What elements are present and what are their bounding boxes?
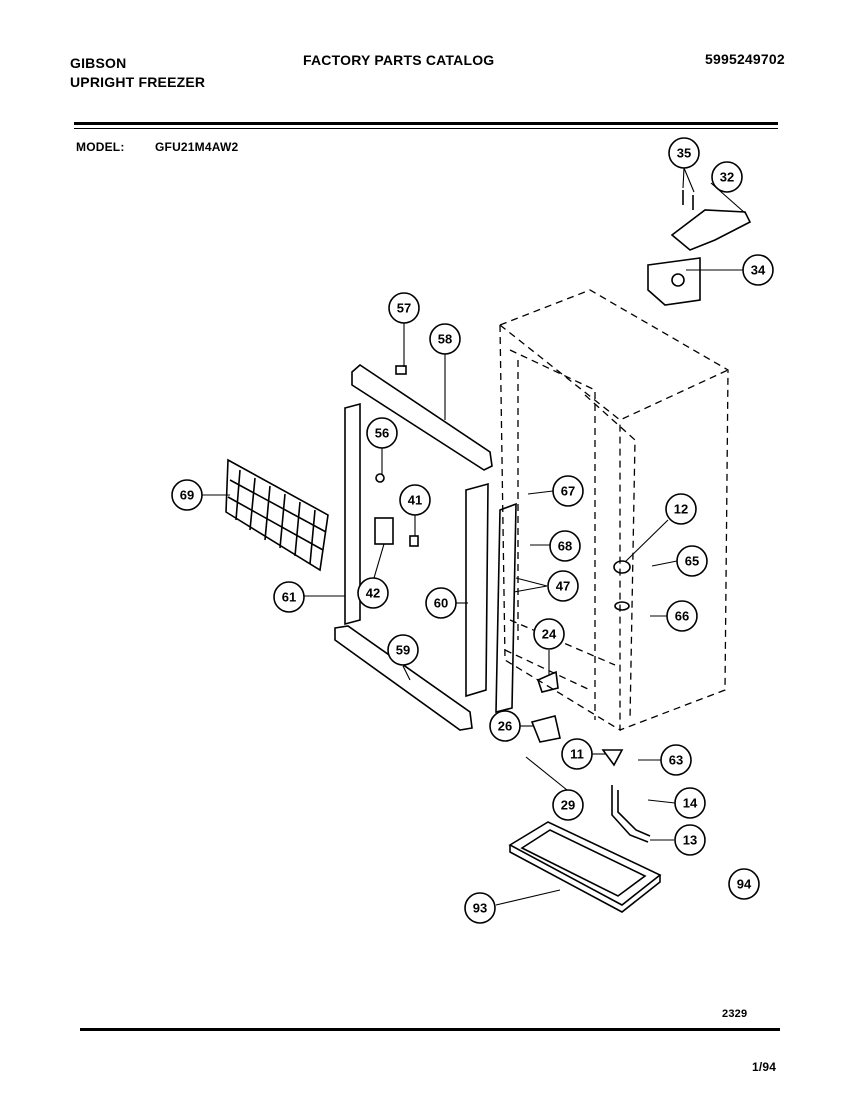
screw-56	[375, 473, 385, 483]
callout-12: 12	[665, 493, 697, 525]
bushing	[614, 601, 630, 611]
svg-text:11: 11	[570, 747, 584, 762]
callout-47: 47	[547, 570, 579, 602]
cabinet-outline	[499, 289, 729, 732]
footer-rule	[80, 1028, 780, 1031]
light-switch	[374, 517, 394, 545]
svg-text:41: 41	[408, 493, 422, 508]
switch-actuator	[409, 535, 419, 547]
callout-66: 66	[666, 600, 698, 632]
model-number: GFU21M4AW2	[155, 140, 239, 154]
knob-12	[613, 560, 631, 574]
svg-text:93: 93	[473, 901, 487, 916]
drain-funnel	[601, 749, 624, 767]
gasket-top	[351, 363, 493, 471]
model-label: MODEL:	[76, 140, 125, 154]
svg-text:14: 14	[683, 796, 698, 811]
callout-13: 13	[674, 824, 706, 856]
callout-67: 67	[552, 475, 584, 507]
callout-63: 63	[660, 744, 692, 776]
svg-text:57: 57	[397, 301, 411, 316]
drain-pan	[508, 821, 662, 913]
callout-41: 41	[399, 484, 431, 516]
svg-text:26: 26	[498, 719, 512, 734]
svg-text:61: 61	[282, 590, 296, 605]
svg-text:66: 66	[675, 609, 689, 624]
svg-text:24: 24	[542, 627, 557, 642]
svg-text:12: 12	[674, 502, 688, 517]
catalog-date: 1/94	[752, 1060, 777, 1074]
catalog-title: FACTORY PARTS CATALOG	[303, 52, 495, 68]
svg-text:65: 65	[685, 554, 699, 569]
brand-name: GIBSON	[70, 55, 127, 71]
header-rule-thin	[74, 128, 778, 129]
callout-29: 29	[552, 789, 584, 821]
door-liner-side	[344, 402, 361, 626]
callout-69: 69	[171, 479, 203, 511]
callout-42: 42	[357, 577, 389, 609]
callout-26: 26	[489, 710, 521, 742]
svg-text:35: 35	[677, 146, 691, 161]
callout-34: 34	[742, 254, 774, 286]
leader-lines	[202, 167, 746, 906]
svg-text:29: 29	[561, 798, 575, 813]
svg-text:67: 67	[561, 484, 575, 499]
svg-text:94: 94	[737, 877, 752, 892]
callout-68: 68	[549, 530, 581, 562]
svg-text:69: 69	[180, 488, 194, 503]
callout-35: 35	[668, 137, 700, 169]
svg-text:47: 47	[556, 579, 570, 594]
drain-tube-inner	[617, 790, 651, 837]
wire-shelf	[225, 458, 329, 572]
callout-58: 58	[429, 323, 461, 355]
hinge-bracket-26	[530, 715, 561, 743]
svg-text:13: 13	[683, 833, 697, 848]
diagram-code: 2329	[722, 1008, 748, 1020]
svg-text:42: 42	[366, 586, 380, 601]
callout-60: 60	[425, 587, 457, 619]
callout-57: 57	[388, 292, 420, 324]
product-name: UPRIGHT FREEZER	[70, 74, 206, 90]
breaker-strip	[465, 482, 489, 698]
svg-text:59: 59	[396, 643, 410, 658]
callout-56: 56	[366, 417, 398, 449]
svg-text:68: 68	[558, 539, 572, 554]
callout-59: 59	[387, 634, 419, 666]
clip-57	[395, 365, 407, 375]
callout-61: 61	[273, 581, 305, 613]
drain-tube	[611, 785, 649, 843]
callout-24: 24	[533, 618, 565, 650]
callout-94: 94	[728, 868, 760, 900]
gasket-bottom	[334, 625, 473, 731]
svg-text:32: 32	[720, 170, 734, 185]
mullion-strip	[495, 502, 517, 714]
svg-text:60: 60	[434, 596, 448, 611]
header-rule-thick	[74, 122, 778, 125]
catalog-number: 5995249702	[705, 51, 785, 67]
callout-11: 11	[561, 738, 593, 770]
svg-text:58: 58	[438, 332, 452, 347]
bracket-24	[537, 670, 559, 693]
svg-text:63: 63	[669, 753, 683, 768]
callout-65: 65	[676, 545, 708, 577]
top-hinge-assembly	[647, 190, 752, 306]
svg-text:34: 34	[751, 263, 766, 278]
callout-14: 14	[674, 787, 706, 819]
callout-93: 93	[464, 892, 496, 924]
callout-32: 32	[711, 161, 743, 193]
svg-text:56: 56	[375, 426, 389, 441]
